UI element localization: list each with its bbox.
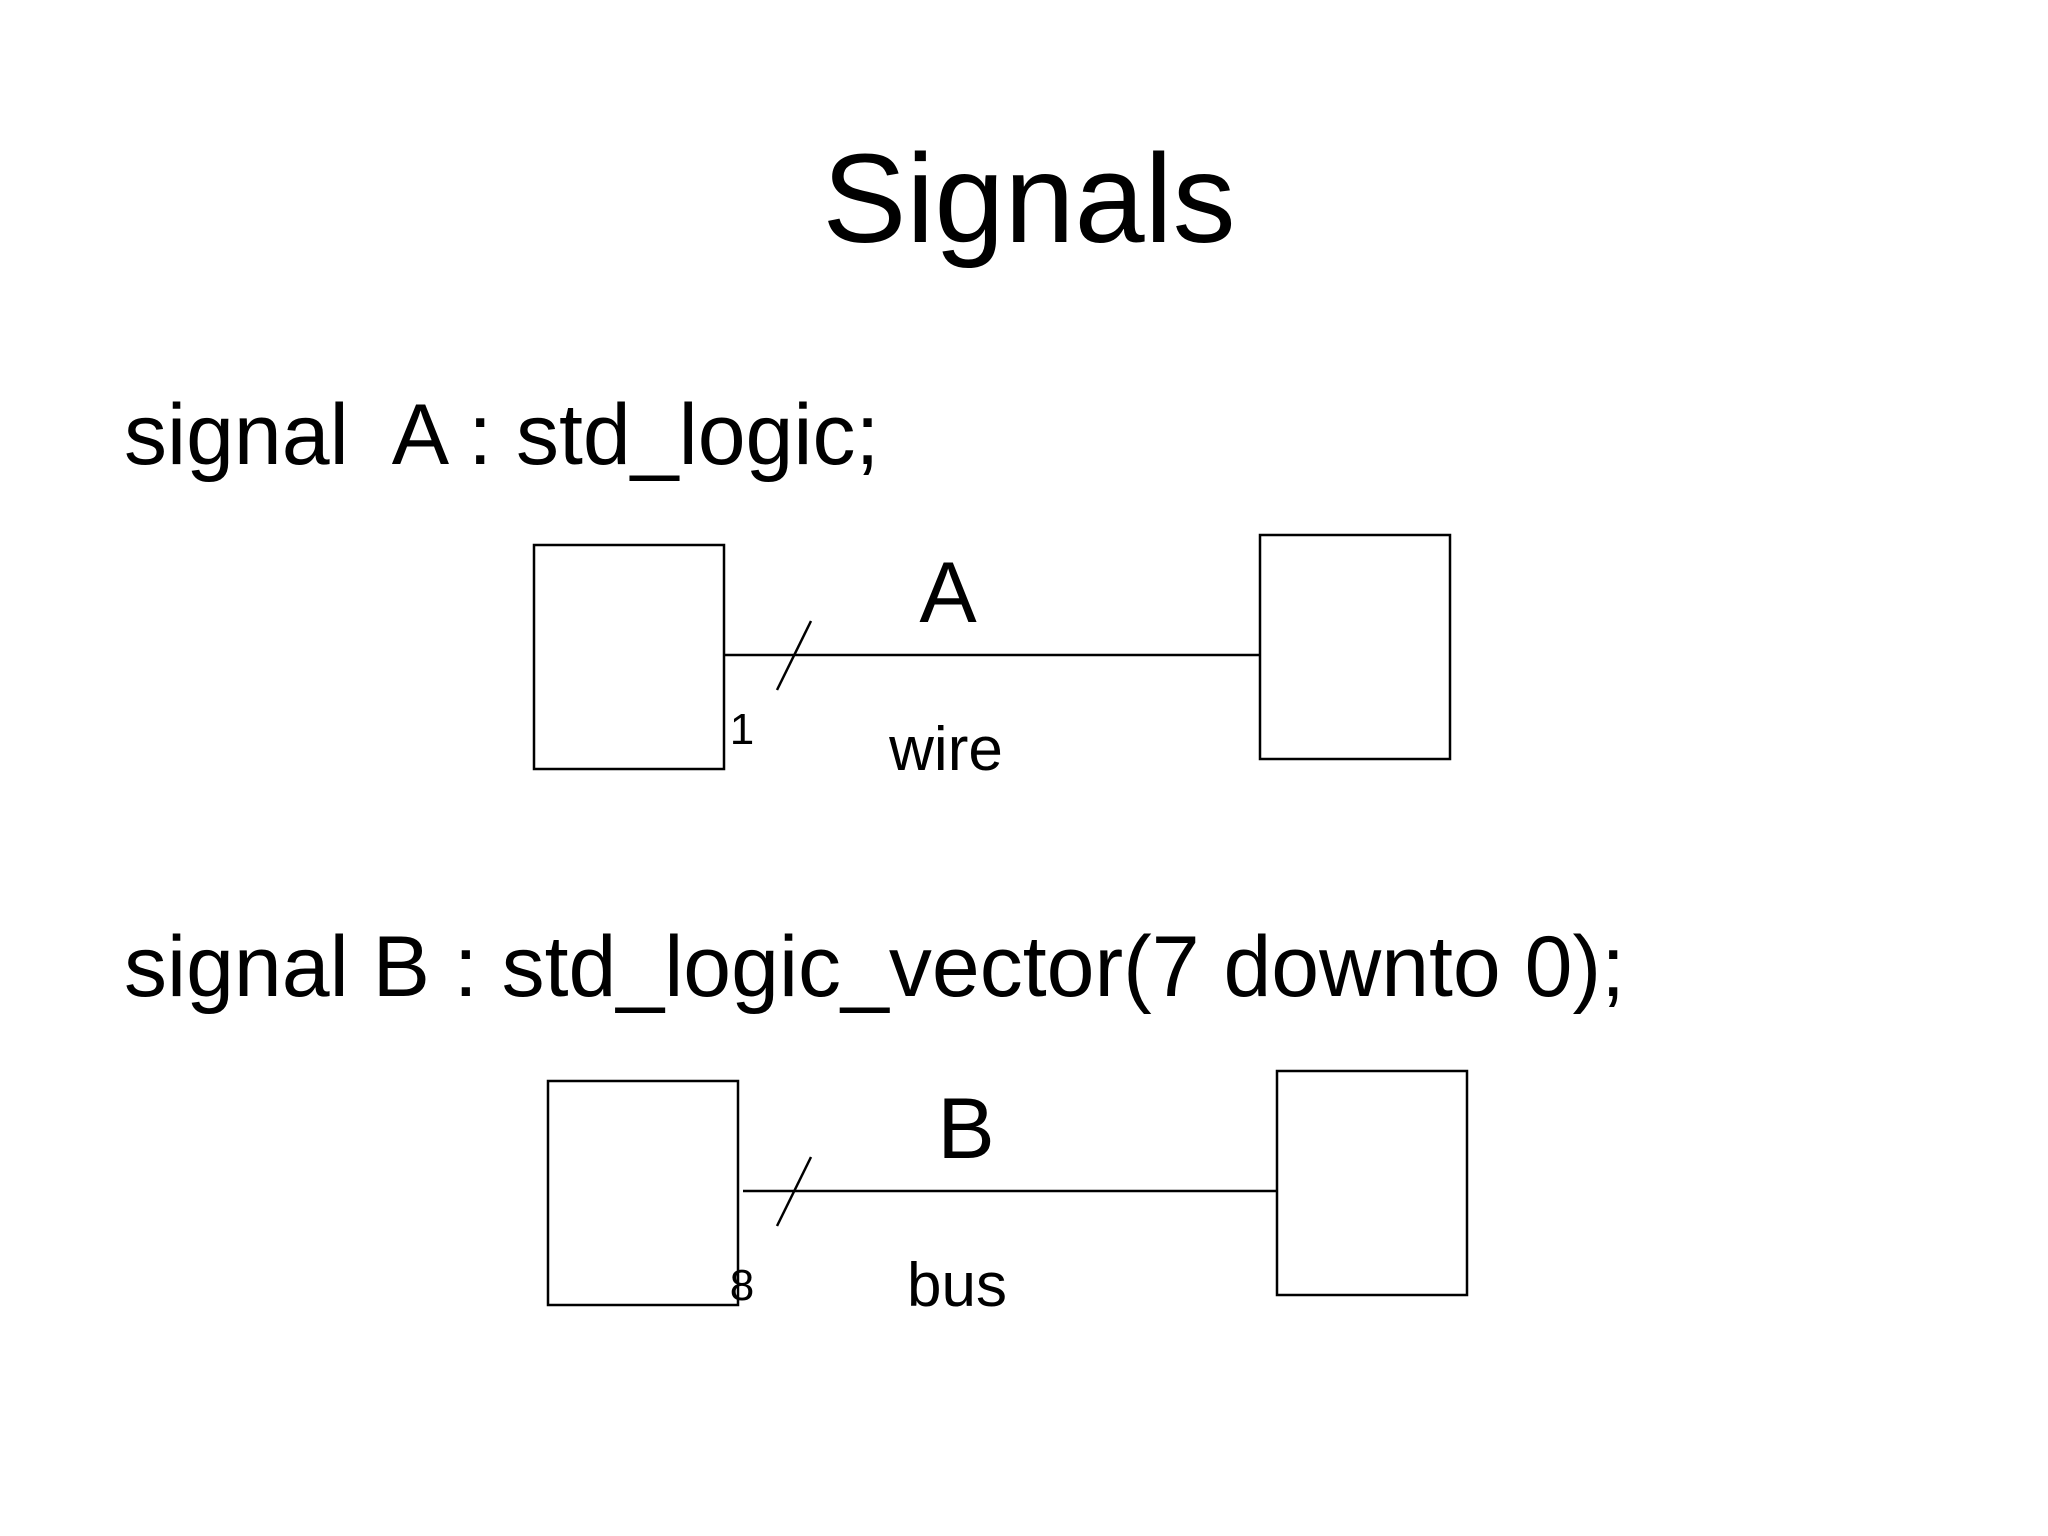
signal-name-label-b: B [937,1081,994,1177]
width-label-b: 8 [730,1261,754,1310]
destination-block-a [1258,533,1452,761]
destination-block-b [1275,1069,1469,1297]
width-label-a: 1 [730,705,754,754]
slide-title: Signals [822,128,1236,269]
bus-diagram-b: B 8 bus [546,1069,1469,1320]
width-slash-b [775,1156,813,1227]
source-block-a [532,543,726,771]
kind-label-a: wire [888,715,1003,784]
width-slash-a [775,620,813,691]
source-block-b [546,1079,740,1307]
kind-label-b: bus [907,1251,1007,1320]
wire-diagram-a: A 1 wire [532,533,1452,784]
signal-b-declaration: signal B : std_logic_vector(7 downto 0); [124,919,1626,1015]
signal-name-label-a: A [919,545,977,641]
signal-a-declaration: signal A : std_logic; [124,387,880,483]
